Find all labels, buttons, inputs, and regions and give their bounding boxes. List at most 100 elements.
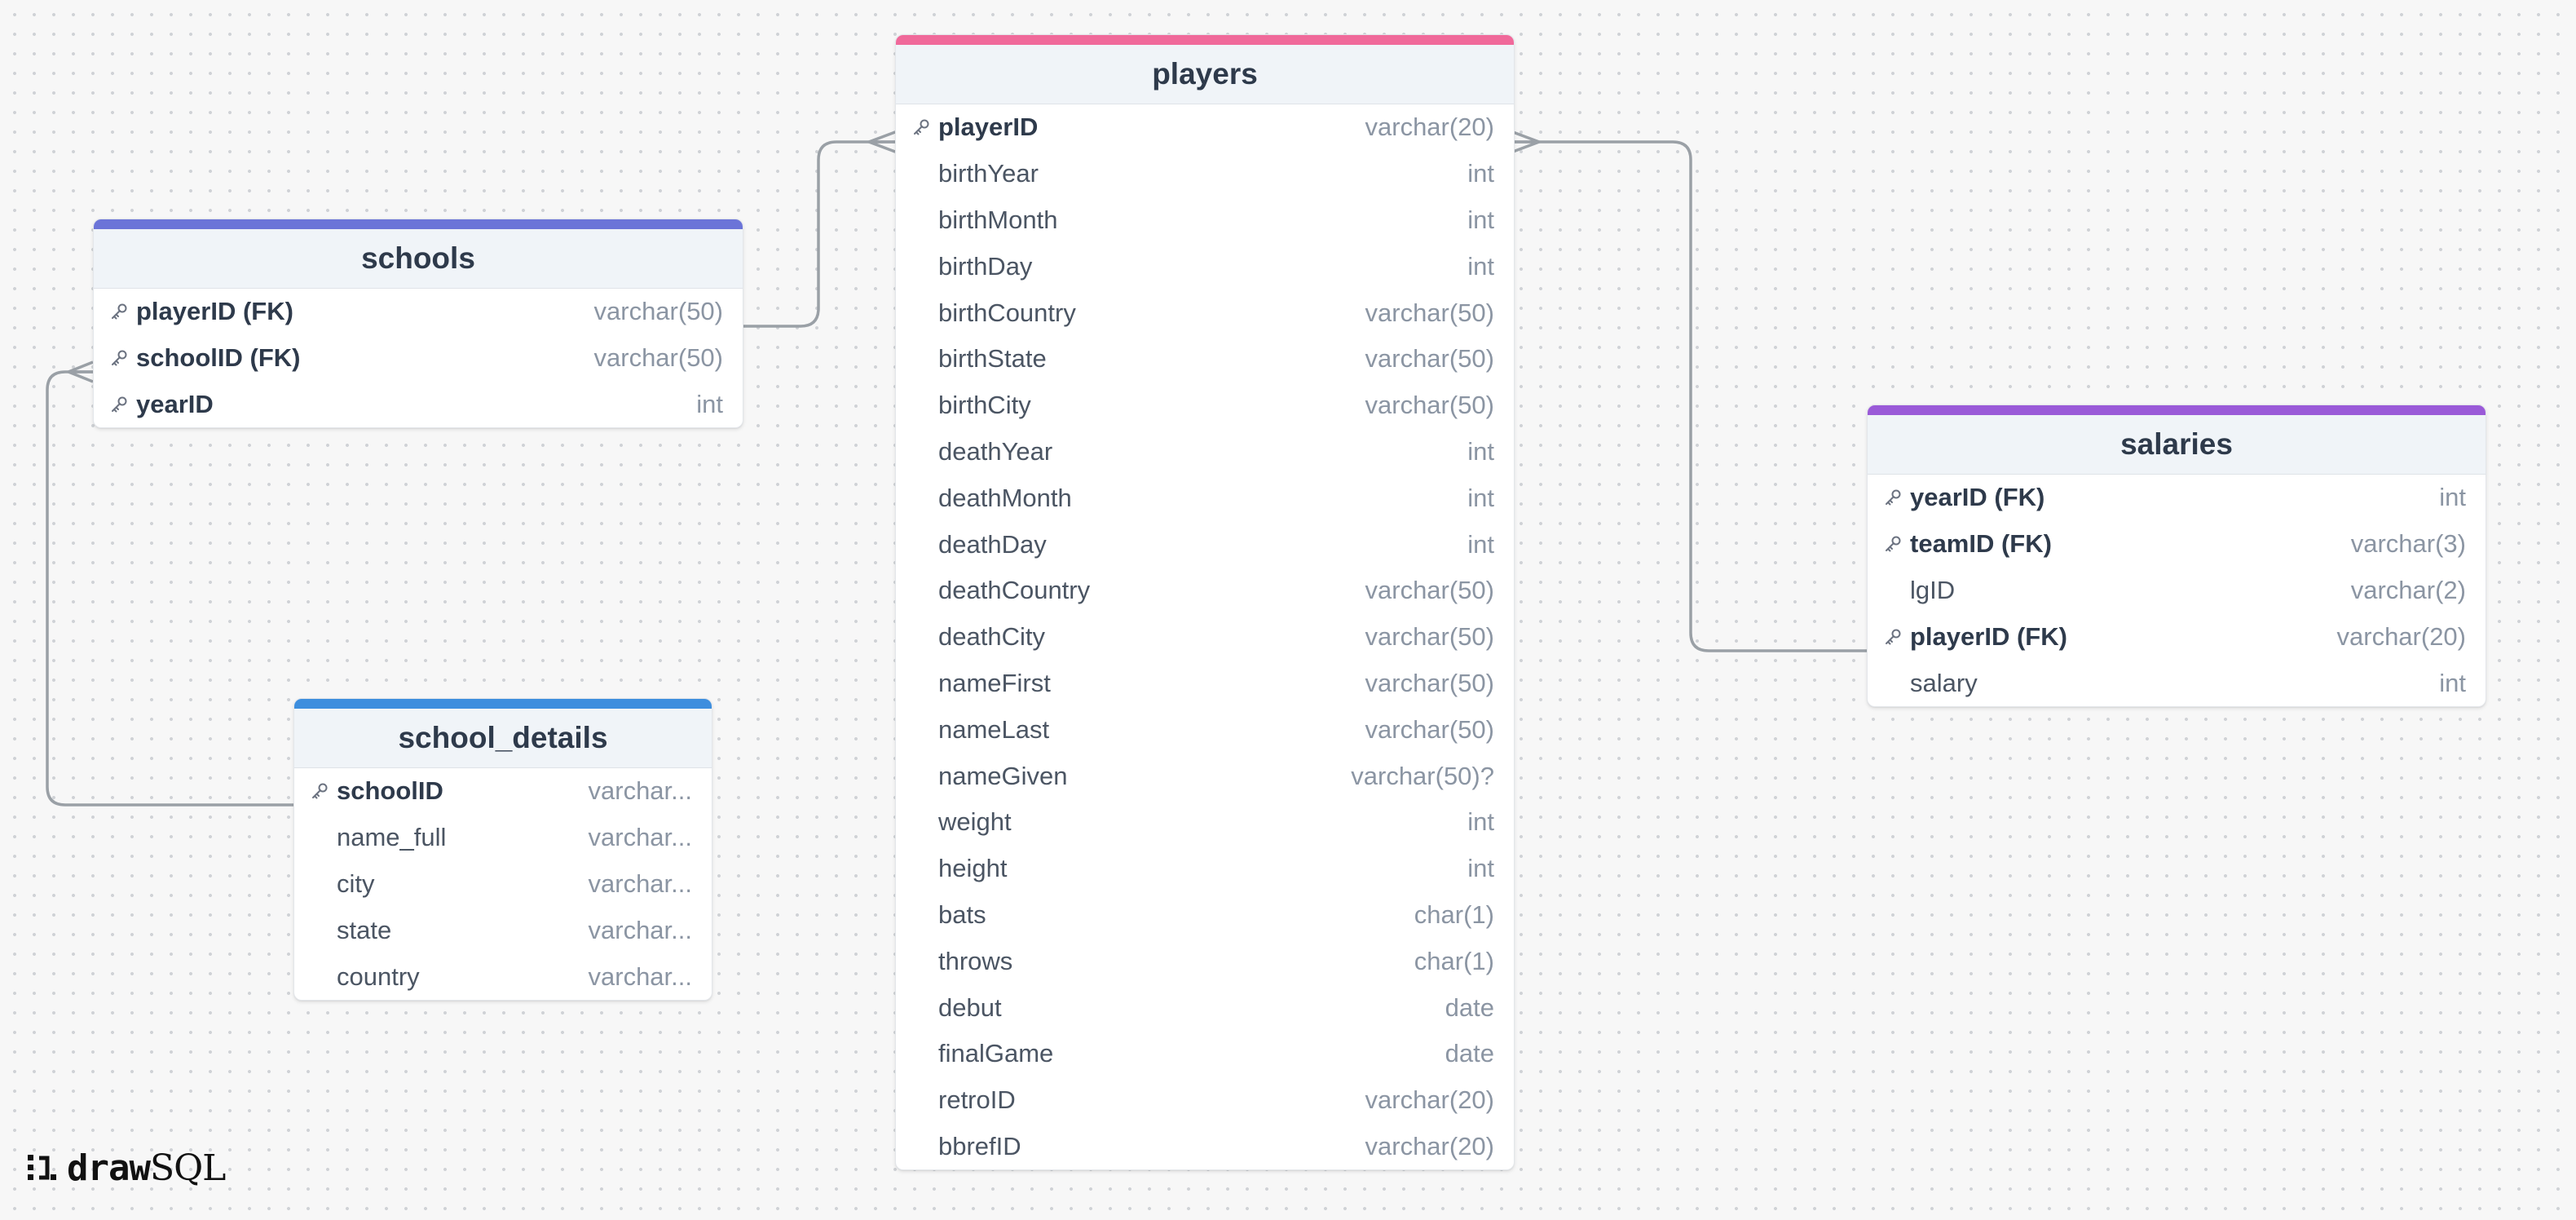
column-row[interactable]: playerID (FK)varchar(20) xyxy=(1868,613,2486,660)
column-row[interactable]: bbrefID varchar(20) xyxy=(896,1124,1514,1170)
column-name: bbrefID xyxy=(938,1131,1021,1160)
column-name: lgID xyxy=(1910,575,1956,604)
relationship-schools-players[interactable] xyxy=(742,140,895,328)
key-slot xyxy=(110,396,136,413)
key-icon xyxy=(1884,628,1902,646)
column-row[interactable]: teamID (FK)varchar(3) xyxy=(1868,521,2486,568)
key-slot xyxy=(1884,628,1910,646)
key-slot xyxy=(1884,535,1910,553)
column-type: int xyxy=(1467,251,1494,281)
column-row[interactable]: birthDay int xyxy=(896,243,1514,290)
column-row[interactable]: salary int xyxy=(1868,660,2486,706)
relationship-schooldetails-schools[interactable] xyxy=(46,370,293,807)
column-name: debut xyxy=(938,992,1002,1022)
column-name: salary xyxy=(1910,668,1978,697)
column-name: birthCity xyxy=(938,391,1031,420)
column-row[interactable]: schoolID (FK)varchar(50) xyxy=(94,335,743,382)
column-type: varchar(2) xyxy=(2350,575,2466,604)
column-type: int xyxy=(2439,668,2466,697)
column-type: int xyxy=(1467,854,1494,883)
column-row[interactable]: lgID varchar(2) xyxy=(1868,568,2486,614)
table-color-bar xyxy=(896,35,1514,45)
table-schools[interactable]: schools playerID (FK)varchar(50)schoolID… xyxy=(93,219,743,429)
column-type: int xyxy=(696,389,723,418)
column-row[interactable]: yearID (FK)int xyxy=(1868,475,2486,521)
key-slot xyxy=(110,303,136,320)
column-type: varchar(20) xyxy=(2336,621,2467,651)
table-title: schools xyxy=(94,229,743,289)
column-type: date xyxy=(1445,992,1494,1022)
column-name: teamID (FK) xyxy=(1910,529,2052,559)
column-type: varchar(20) xyxy=(1365,113,1495,142)
column-type: varchar(20) xyxy=(1365,1131,1495,1160)
column-type: varchar... xyxy=(588,776,693,806)
column-row[interactable]: debut date xyxy=(896,984,1514,1031)
table-title: players xyxy=(896,45,1514,104)
key-icon xyxy=(110,349,128,367)
key-icon xyxy=(311,782,329,800)
column-row[interactable]: deathCity varchar(50) xyxy=(896,614,1514,661)
column-name: birthDay xyxy=(938,251,1033,281)
relationship-salaries-players[interactable] xyxy=(1513,140,1867,652)
column-type: varchar(50)? xyxy=(1351,761,1494,790)
column-row[interactable]: birthCity varchar(50) xyxy=(896,382,1514,429)
crows-foot-many-icon xyxy=(64,360,94,383)
column-type: int xyxy=(1467,205,1494,234)
table-title: school_details xyxy=(294,709,712,768)
key-icon xyxy=(1884,488,1902,506)
column-name: birthYear xyxy=(938,159,1039,188)
column-type: varchar... xyxy=(588,915,693,944)
column-row[interactable]: playerID (FK)varchar(50) xyxy=(94,289,743,335)
column-name: finalGame xyxy=(938,1039,1054,1068)
column-row[interactable]: yearID int xyxy=(94,382,743,428)
column-name: throws xyxy=(938,946,1013,975)
column-type: varchar(50) xyxy=(1365,391,1495,420)
column-name: weight xyxy=(938,807,1012,837)
key-slot xyxy=(110,349,136,367)
drawsql-logo-icon xyxy=(28,1155,56,1180)
column-type: varchar... xyxy=(588,869,693,898)
column-name: playerID (FK) xyxy=(136,297,293,326)
column-name: retroID xyxy=(938,1085,1016,1115)
column-type: varchar(50) xyxy=(1365,622,1495,652)
column-name: deathCity xyxy=(938,622,1045,652)
logo-word-draw: draw xyxy=(67,1147,151,1189)
column-name: deathDay xyxy=(938,529,1047,559)
column-name: yearID xyxy=(136,389,214,418)
column-type: varchar(50) xyxy=(1365,344,1495,374)
key-icon xyxy=(1884,535,1902,553)
column-name: yearID (FK) xyxy=(1910,483,2045,512)
crows-foot-many-icon xyxy=(865,130,896,153)
